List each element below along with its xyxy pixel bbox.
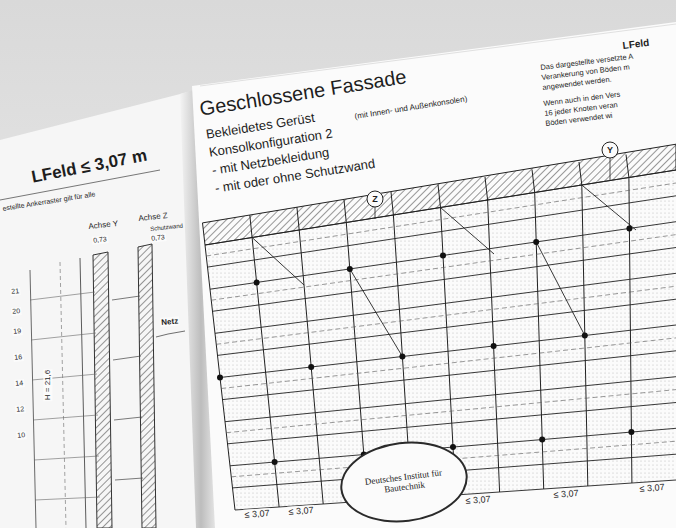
axis-marker: Z	[372, 194, 378, 204]
field-length: ≤ 3,07	[287, 505, 315, 517]
dimension: 0,73	[150, 233, 166, 243]
level-number: 12	[15, 405, 26, 414]
axis-marker: Y	[607, 145, 613, 155]
field-length: ≤ 3,07	[464, 494, 492, 506]
part-name: Netz	[160, 316, 180, 327]
level-number: 20	[11, 307, 22, 316]
field-length: ≤ 3,07	[638, 482, 666, 494]
field-length: ≤ 3,07	[243, 508, 271, 520]
level-number: 16	[13, 353, 24, 362]
level-number: 19	[12, 327, 23, 336]
dimension: H = 21,6	[43, 369, 52, 401]
dimension: 0,73	[92, 235, 108, 245]
stamp-text: Deutsches Institut für Bautechnik	[364, 467, 444, 497]
level-number: 21	[10, 287, 21, 296]
level-number: 10	[16, 431, 27, 440]
level-number: 14	[14, 379, 25, 388]
field-length: ≤ 3,07	[552, 488, 580, 500]
